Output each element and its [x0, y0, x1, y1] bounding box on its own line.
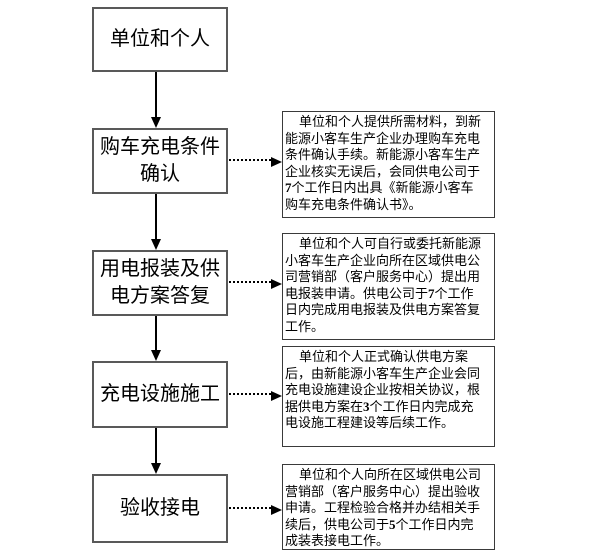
- dashed-arrow-2: [229, 279, 282, 289]
- dashed-arrow-3: [229, 391, 282, 401]
- dashed-arrow-4: [229, 505, 282, 515]
- side-note-power-application: 单位和个人可自行或委托新能源 小客车生产企业向所在区域供电公 司营销部（客户服务…: [282, 233, 495, 340]
- side-note-text: 单位和个人向所在区域供电公司 营销部（客户服务中心）提出验收 申请。工程检验合格…: [285, 467, 482, 549]
- flow-step-construction: 充电设施施工: [92, 361, 228, 428]
- side-note-text: 单位和个人提供所需材料，到新 能源小客车生产企业办理购车充电 条件确认手续。新能…: [285, 114, 482, 212]
- flow-step-label: 充电设施施工: [100, 383, 220, 405]
- side-note-text: 单位和个人正式确认供电方案 后，由新能源小客车生产企业会同 充电设施建设企业按相…: [285, 349, 481, 431]
- flow-step-purchase-condition: 购车充电条件确认: [92, 128, 228, 194]
- arrow-down-2: [151, 194, 161, 250]
- flow-step-label: 单位和个人: [110, 28, 210, 50]
- side-note-construction: 单位和个人正式确认供电方案 后，由新能源小客车生产企业会同 充电设施建设企业按相…: [282, 346, 495, 447]
- flow-step-power-application: 用电报装及供电方案答复: [92, 250, 228, 316]
- flow-step-applicant: 单位和个人: [92, 7, 228, 72]
- side-note-acceptance: 单位和个人向所在区域供电公司 营销部（客户服务中心）提出验收 申请。工程检验合格…: [282, 464, 495, 550]
- side-note-text: 单位和个人可自行或委托新能源 小客车生产企业向所在区域供电公 司营销部（客户服务…: [285, 236, 482, 334]
- arrow-down-4: [151, 428, 161, 474]
- flow-step-acceptance: 验收接电: [92, 474, 228, 543]
- arrow-down-1: [151, 72, 161, 128]
- flow-step-label: 用电报装及供电方案答复: [100, 258, 220, 307]
- flow-step-label: 购车充电条件确认: [100, 136, 220, 185]
- arrow-down-3: [151, 316, 161, 361]
- dashed-arrow-1: [229, 157, 282, 167]
- flow-step-label: 验收接电: [120, 497, 200, 519]
- side-note-purchase-condition: 单位和个人提供所需材料，到新 能源小客车生产企业办理购车充电 条件确认手续。新能…: [282, 111, 495, 218]
